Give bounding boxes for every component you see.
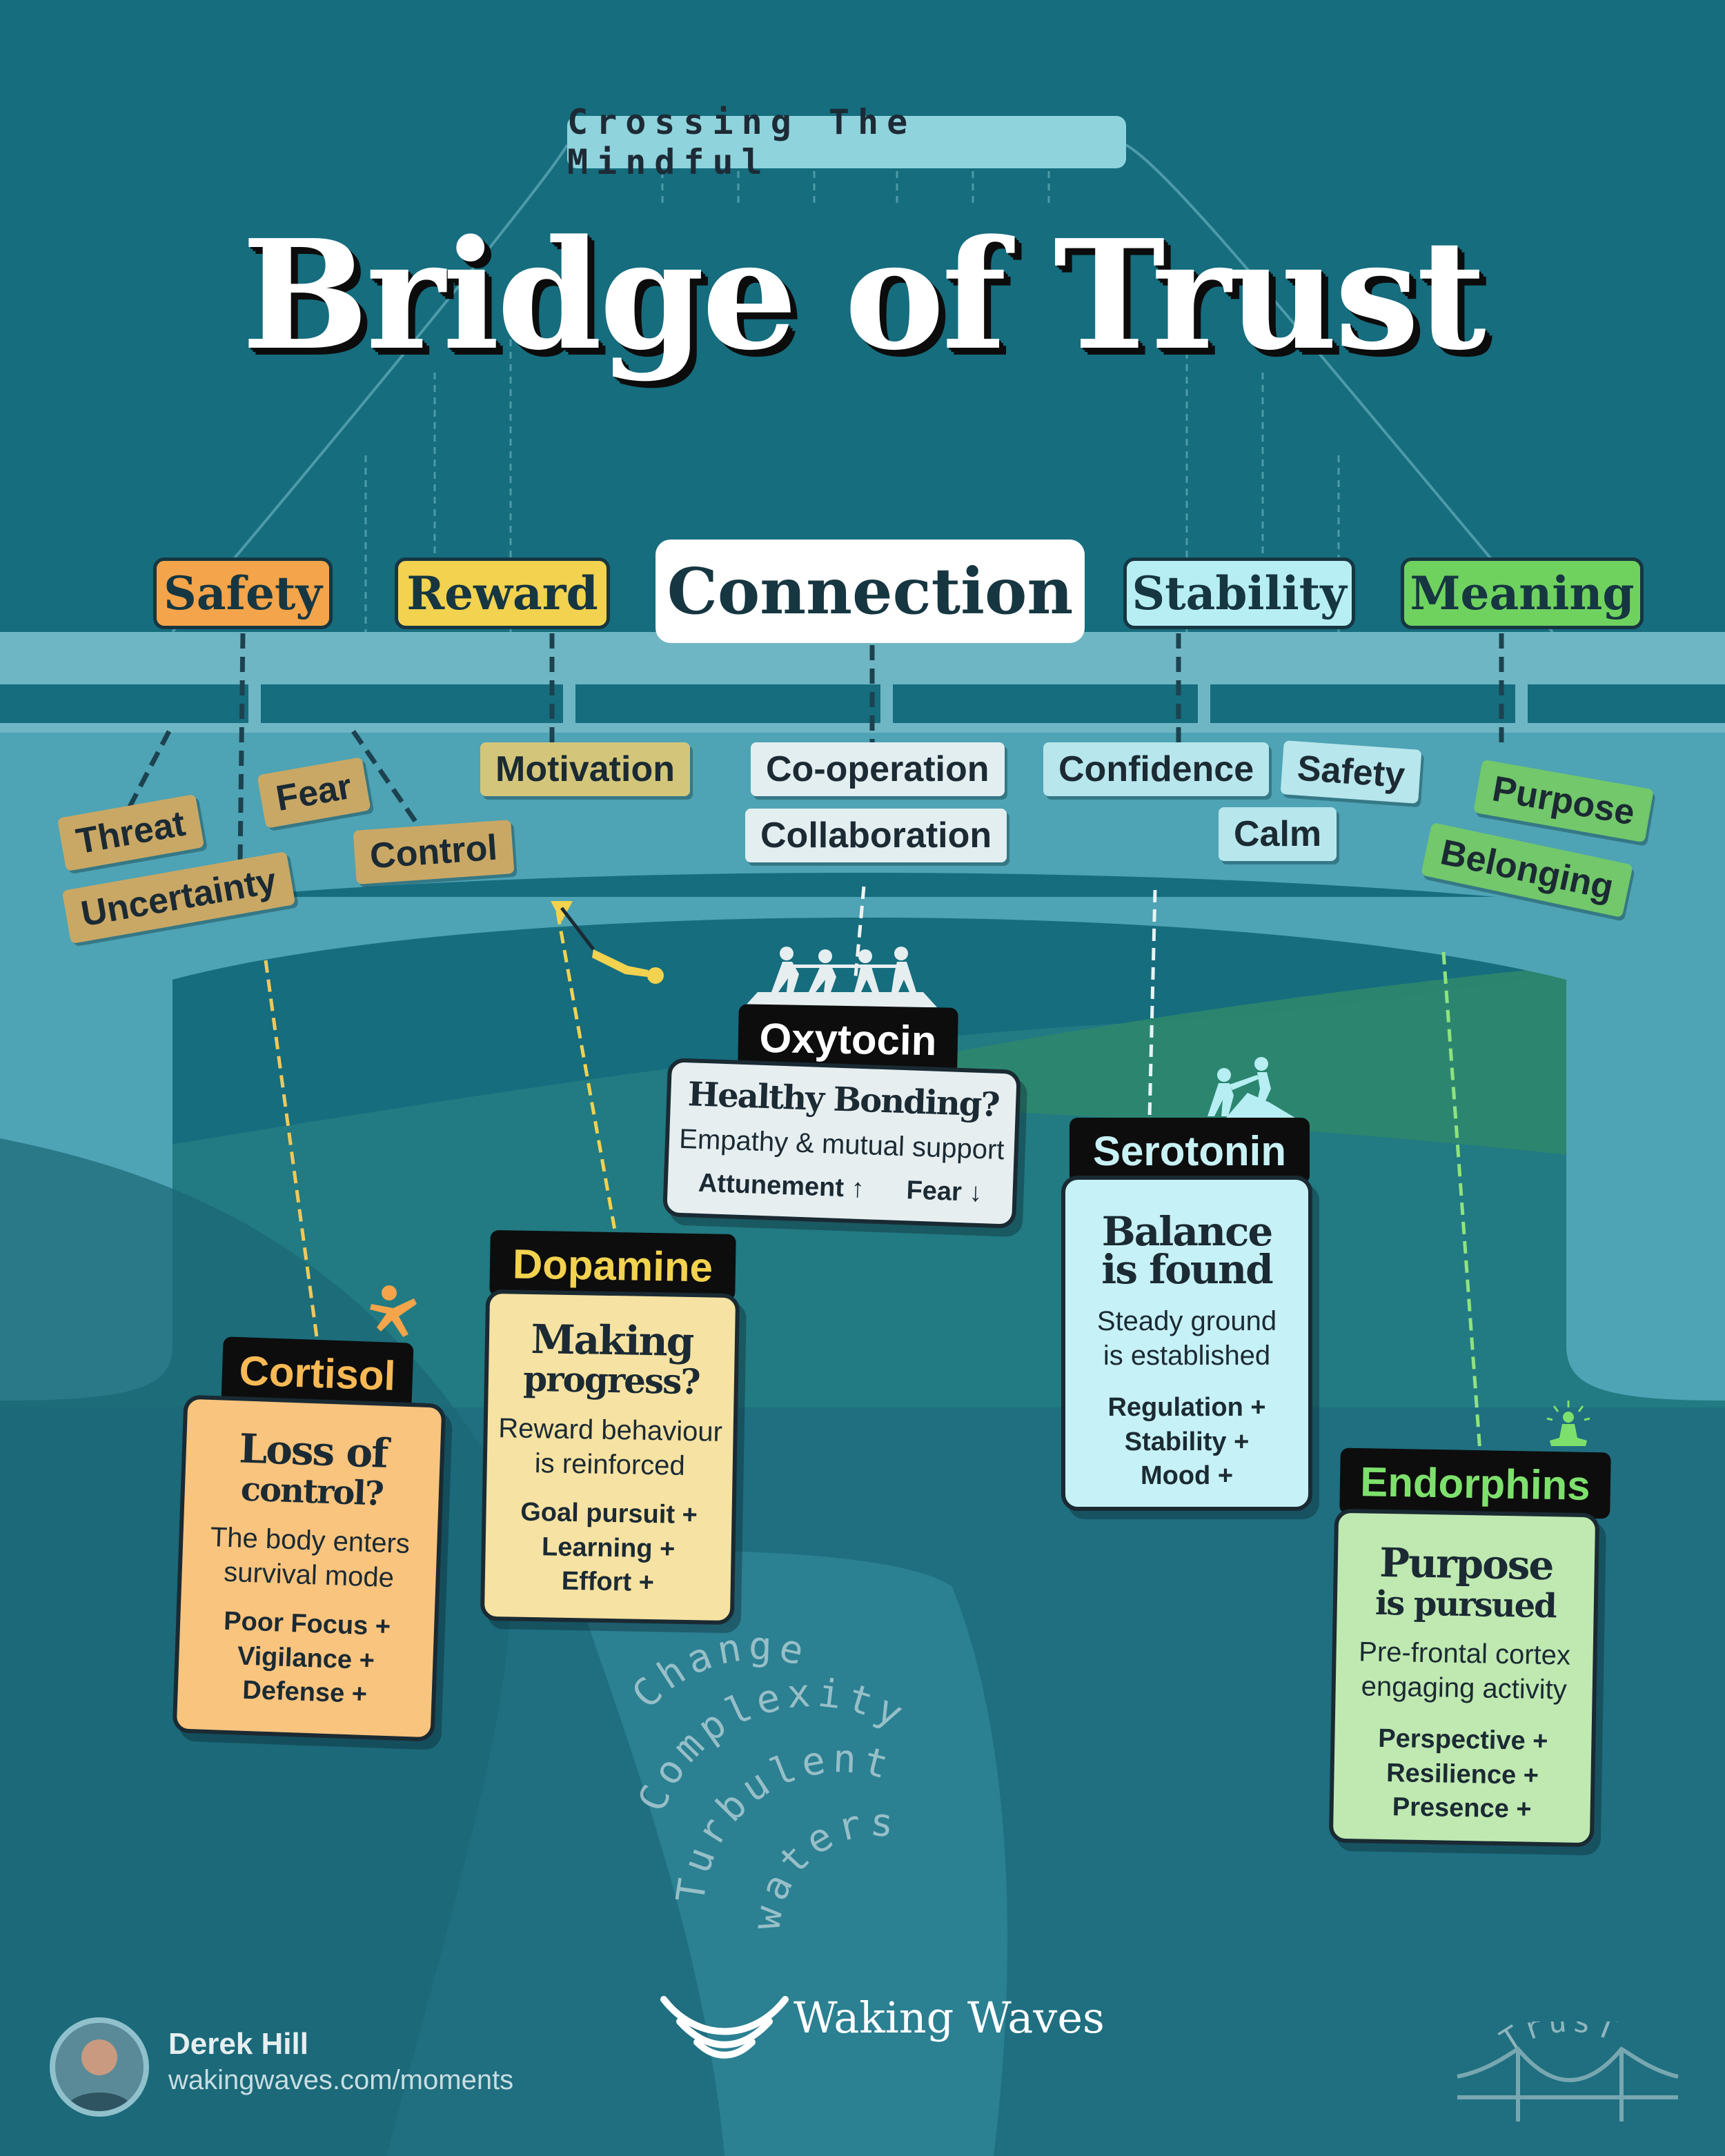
tag-control: Control	[353, 820, 515, 884]
svg-text:TrusT: TrusT	[1494, 2021, 1624, 2059]
tag-motivation: Motivation	[480, 742, 690, 796]
tag-calm: Calm	[1219, 807, 1337, 861]
author-name: Derek Hill	[168, 2027, 308, 2061]
endorphins-effect: Presence +	[1392, 1792, 1532, 1824]
dopamine-effects: Goal pursuit + Learning + Effort +	[491, 1495, 725, 1601]
cortisol-effects: Poor Focus + Vigilance + Defense +	[188, 1603, 424, 1714]
oxytocin-effect: Fear ↓	[905, 1175, 983, 1207]
tag-collaboration: Collaboration	[745, 809, 1007, 862]
author-url[interactable]: wakingwaves.com/moments	[168, 2065, 514, 2095]
person-photo-icon	[65, 2039, 134, 2111]
oxytocin-effect: Attunement ↑	[698, 1168, 865, 1203]
oxytocin-body: Empathy & mutual support	[678, 1123, 1005, 1165]
oxytocin-headline: Healthy Bonding?	[687, 1075, 1000, 1125]
tag-safety: Safety	[1280, 740, 1422, 804]
tag-confidence: Confidence	[1043, 742, 1270, 796]
bungee-jumper-icon	[551, 901, 664, 984]
label-endorphins: Endorphins	[1339, 1447, 1611, 1519]
serotonin-effect: Mood +	[1140, 1461, 1234, 1490]
dopamine-effect: Goal pursuit +	[520, 1497, 698, 1530]
endorphins-effect: Perspective +	[1378, 1724, 1548, 1757]
water-word-waters: waters	[744, 1800, 900, 1932]
oxytocin-effects: Attunement ↑ Fear ↓	[673, 1165, 1007, 1211]
climbers-helping-icon	[1208, 1057, 1304, 1123]
waking-waves-logo-icon	[660, 1996, 789, 2059]
subtitle: Crossing The Mindful	[567, 102, 1126, 182]
brand-name: Waking Waves	[793, 1992, 1105, 2043]
falling-person-icon	[370, 1285, 417, 1337]
card-oxytocin: Healthy Bonding? Empathy & mutual suppor…	[662, 1058, 1021, 1229]
avatar	[50, 2017, 149, 2117]
dopamine-effect: Effort +	[561, 1566, 655, 1598]
pillar-stability: Stability	[1123, 557, 1355, 629]
cortisol-effect: Defense +	[241, 1675, 368, 1709]
waters-curved-text: Change Complexity Turbulent waters	[624, 1624, 909, 1932]
pillar-safety: Safety	[153, 557, 333, 629]
serotonin-effects: Regulation + Stability + Mood +	[1072, 1391, 1301, 1493]
pillar-reward: Reward	[395, 557, 610, 629]
endorphins-effect: Resilience +	[1386, 1758, 1539, 1790]
tag-co-operation: Co-operation	[751, 742, 1005, 796]
label-serotonin: Serotonin	[1070, 1118, 1310, 1184]
serotonin-effect: Regulation +	[1107, 1393, 1266, 1423]
trust-badge-text: TrusT	[1494, 2021, 1624, 2059]
endorphins-effects: Perspective + Resilience + Presence +	[1340, 1721, 1585, 1828]
trust-bridge-badge-icon	[1457, 2046, 1679, 2122]
pillar-connection: Connection	[656, 540, 1085, 643]
team-pulling-icon	[744, 947, 937, 1007]
page-title: Bridge of Trust	[241, 207, 1486, 384]
serotonin-effect: Stability +	[1124, 1427, 1250, 1456]
dopamine-effect: Learning +	[541, 1532, 676, 1564]
pillar-meaning: Meaning	[1401, 557, 1644, 629]
meditating-person-icon	[1546, 1401, 1590, 1446]
